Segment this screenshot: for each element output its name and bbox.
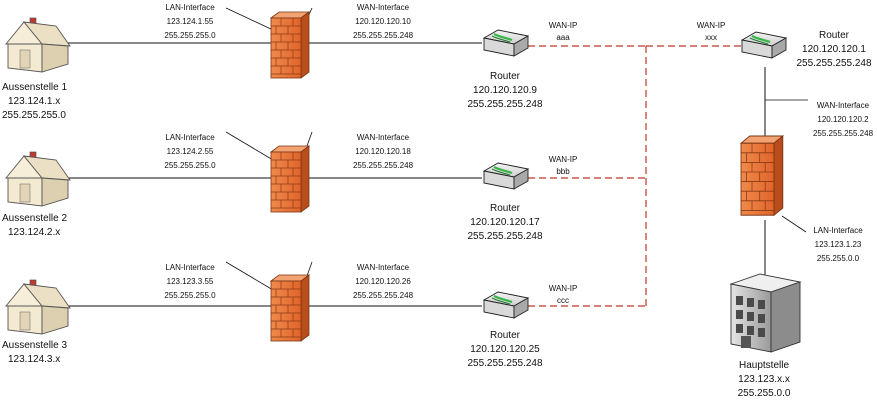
lan-interface-mask: 255.255.0.0 (817, 254, 860, 263)
router-label: Router (490, 203, 521, 214)
wan-links (528, 45, 742, 307)
firewall-icon-3 (270, 274, 310, 342)
site-network: 123.124.3.x (8, 354, 60, 365)
wan-interface-label: WAN-Interface (357, 3, 410, 12)
firewall-icon-hq (740, 135, 784, 216)
hq-name: Hauptstelle (739, 360, 789, 371)
wan-interface-mask: 255.255.255.248 (813, 129, 874, 138)
wan-interface-label: WAN-Interface (357, 263, 410, 272)
router-mask: 255.255.255.248 (796, 58, 872, 69)
firewall-icon-1 (270, 11, 310, 79)
wan-ip-label: WAN-IP (697, 21, 726, 30)
firewall-icon-2 (270, 145, 310, 213)
site-network: 123.124.2.x (8, 227, 60, 238)
house-icon-2 (5, 151, 71, 207)
wan-ip-label: WAN-IP (549, 284, 578, 293)
lan-interface-mask: 255.255.255.0 (164, 31, 216, 40)
router-ip: 120.120.120.1 (802, 44, 866, 55)
lan-interface-label: LAN-Interface (165, 263, 215, 272)
router-label: Router (490, 330, 521, 341)
house-icon-1 (5, 17, 71, 73)
router-icon-1 (482, 28, 530, 58)
router-ip: 120.120.120.9 (473, 85, 537, 96)
router-mask: 255.255.255.248 (467, 231, 543, 242)
site-3-labels: Aussenstelle 3 123.124.3.x LAN-Interface… (2, 263, 577, 369)
wan-interface-ip: 120.120.120.18 (355, 147, 411, 156)
hq-network: 123.123.x.x (738, 374, 790, 385)
wan-interface-ip: 120.120.120.26 (355, 277, 411, 286)
site-name: Aussenstelle 2 (2, 213, 67, 224)
lan-interface-label: LAN-Interface (165, 3, 215, 12)
lan-interface-mask: 255.255.255.0 (164, 291, 216, 300)
site-name: Aussenstelle 1 (2, 82, 67, 93)
router-label: Router (490, 71, 521, 82)
site-mask: 255.255.255.0 (2, 110, 66, 121)
lan-interface-label: LAN-Interface (165, 133, 215, 142)
wan-ip-value: xxx (705, 33, 717, 42)
site-1-labels: Aussenstelle 1 123.124.1.x 255.255.255.0… (2, 3, 577, 121)
wan-interface-mask: 255.255.255.248 (353, 161, 414, 170)
house-icon-3 (5, 279, 71, 335)
site-2-labels: Aussenstelle 2 123.124.2.x LAN-Interface… (2, 133, 577, 242)
lan-interface-label: LAN-Interface (813, 226, 863, 235)
hq-labels: WAN-IP xxx Router 120.120.120.1 255.255.… (697, 21, 874, 399)
wan-interface-label: WAN-Interface (357, 133, 410, 142)
wan-interface-mask: 255.255.255.248 (353, 31, 414, 40)
lan-interface-ip: 123.124.1.55 (167, 17, 214, 26)
lan-interface-mask: 255.255.255.0 (164, 161, 216, 170)
router-icon-3 (482, 290, 530, 320)
router-mask: 255.255.255.248 (467, 99, 543, 110)
router-ip: 120.120.120.17 (470, 217, 540, 228)
wan-interface-mask: 255.255.255.248 (353, 291, 414, 300)
lan-interface-ip: 123.123.3.55 (167, 277, 214, 286)
router-icon-2 (482, 161, 530, 191)
wan-interface-ip: 120.120.120.10 (355, 17, 411, 26)
wan-ip-label: WAN-IP (549, 21, 578, 30)
router-mask: 255.255.255.248 (467, 358, 543, 369)
router-icon-hq (740, 30, 788, 60)
wan-ip-value: aaa (556, 33, 570, 42)
site-name: Aussenstelle 3 (2, 340, 67, 351)
site-network: 123.124.1.x (8, 96, 60, 107)
building-icon (729, 273, 802, 353)
wan-ip-value: ccc (557, 296, 569, 305)
hq-mask: 255.255.0.0 (738, 388, 791, 399)
wan-interface-ip: 120.120.120.2 (817, 115, 869, 124)
lan-interface-ip: 123.123.1.23 (815, 240, 862, 249)
router-label: Router (819, 30, 850, 41)
lan-interface-ip: 123.124.2.55 (167, 147, 214, 156)
wan-interface-label: WAN-Interface (817, 101, 870, 110)
wan-ip-value: bbb (556, 167, 570, 176)
router-ip: 120.120.120.25 (470, 344, 540, 355)
wan-ip-label: WAN-IP (549, 155, 578, 164)
